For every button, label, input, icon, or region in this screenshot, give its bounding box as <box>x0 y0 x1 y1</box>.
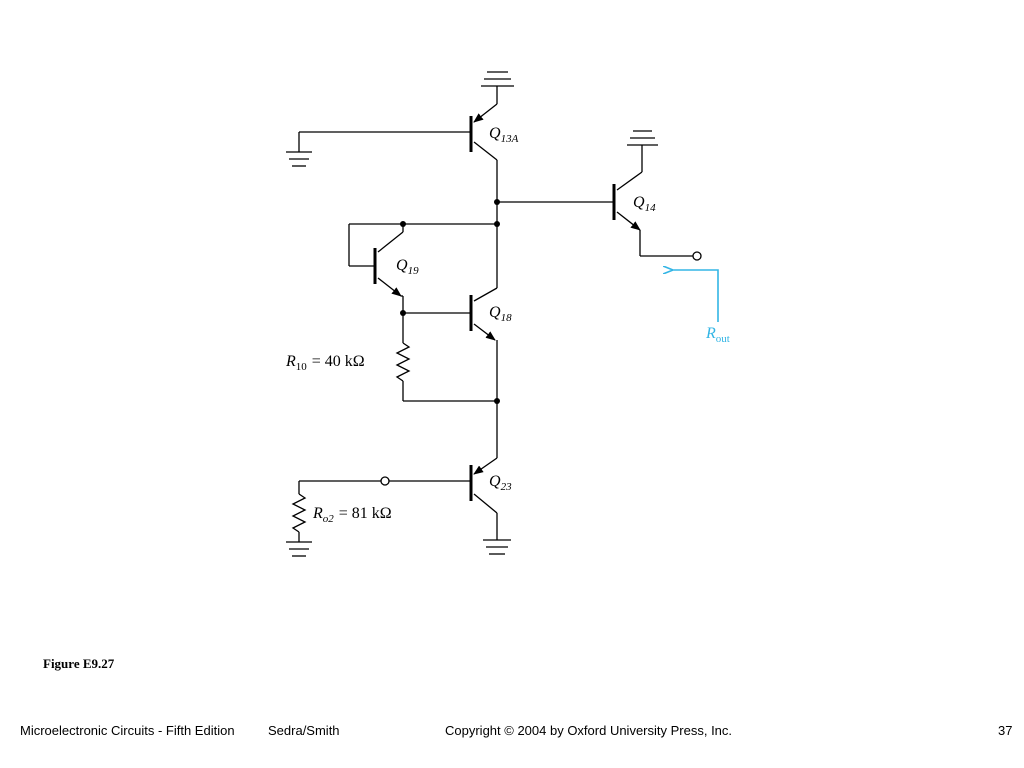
supply-q14-icon <box>627 130 658 165</box>
transistor-q23 <box>380 401 498 514</box>
label-q13a: Q13A <box>489 125 519 145</box>
figure-caption: Figure E9.27 <box>43 656 115 671</box>
label-q14: Q14 <box>633 194 656 214</box>
ground-ro2-icon <box>286 534 312 557</box>
footer-authors: Sedra/Smith <box>268 723 340 738</box>
resistor-ro2 <box>291 480 381 534</box>
footer-book-title: Microelectronic Circuits - Fifth Edition <box>20 723 235 738</box>
transistor-q18 <box>400 287 498 401</box>
footer-page-number: 37 <box>998 723 1013 738</box>
transistor-q13a <box>299 98 498 202</box>
resistor-r10 <box>395 313 497 402</box>
label-r10: R10= 40 kΩ <box>285 353 365 373</box>
label-q18: Q18 <box>489 304 512 324</box>
label-q23: Q23 <box>489 473 512 493</box>
ground-q13a-base-icon <box>286 132 312 167</box>
transistor-q19 <box>348 221 497 313</box>
ground-q23-icon <box>483 513 511 555</box>
supply-q13a-icon <box>481 71 514 98</box>
footer-copyright: Copyright © 2004 by Oxford University Pr… <box>445 723 733 738</box>
label-ro2: Ro2= 81 kΩ <box>312 505 392 525</box>
transistor-q14 <box>612 165 702 261</box>
label-q19: Q19 <box>396 257 419 277</box>
rout-arrow-icon <box>672 270 719 322</box>
label-rout: Rout <box>705 325 730 345</box>
output-terminal-icon <box>692 251 702 261</box>
input-terminal-icon <box>380 476 390 486</box>
